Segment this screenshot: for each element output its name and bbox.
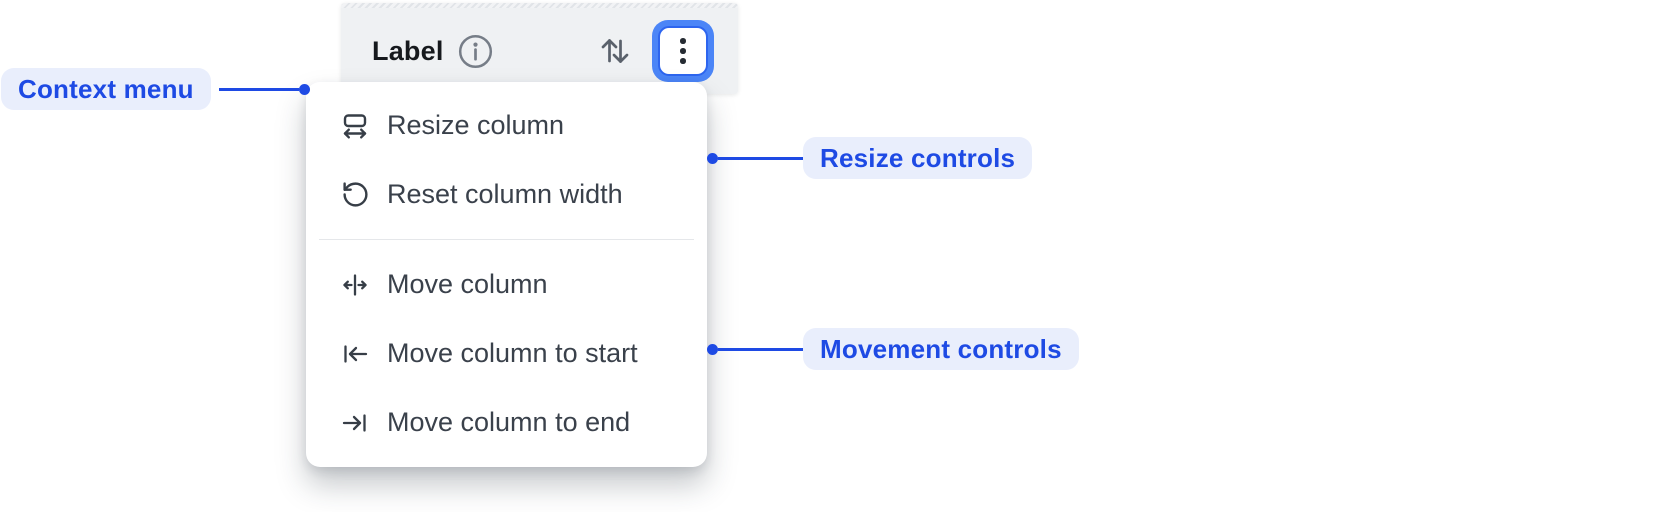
menu-item-label: Move column to start [387,338,638,368]
kebab-menu-icon[interactable] [658,26,708,76]
annotation-movement-controls: Movement controls [707,328,1079,370]
annotation-pill: Resize controls [803,137,1033,179]
column-title: Label [372,35,444,66]
annotation-connector-dot [707,343,718,355]
move-column-icon [340,270,370,300]
sort-arrows-icon[interactable] [597,32,633,70]
menu-item-label: Move column [387,269,548,299]
menu-item-label: Move column to end [387,407,631,437]
menu-item-resize-column[interactable]: Resize column [306,91,707,160]
annotation-context-menu: Context menu [1,68,310,110]
annotation-connector-dot [707,152,718,164]
annotation-connector-line [718,156,803,160]
menu-item-move-column-to-end[interactable]: Move column to end [306,388,707,457]
reset-column-width-icon [340,180,370,210]
move-column-to-start-icon [340,339,370,369]
annotation-connector-dot [298,83,310,95]
annotation-connector-line [218,87,299,91]
menu-item-reset-column-width[interactable]: Reset column width [306,160,707,229]
info-icon[interactable] [457,33,494,70]
annotation-resize-controls: Resize controls [707,137,1033,179]
move-column-to-end-icon [340,408,370,438]
column-menu-focus-ring [652,20,714,82]
menu-item-move-column[interactable]: Move column [306,250,707,319]
menu-divider [319,239,694,240]
menu-item-label: Resize column [387,110,565,140]
annotation-pill: Movement controls [803,328,1079,370]
column-context-menu: Resize column Reset column width [306,82,707,467]
menu-item-move-column-to-start[interactable]: Move column to start [306,319,707,388]
annotation-pill: Context menu [1,68,211,110]
table-column-header: Label [341,3,738,94]
resize-column-icon [340,111,370,141]
menu-item-label: Reset column width [387,179,623,209]
annotation-connector-line [718,347,803,351]
